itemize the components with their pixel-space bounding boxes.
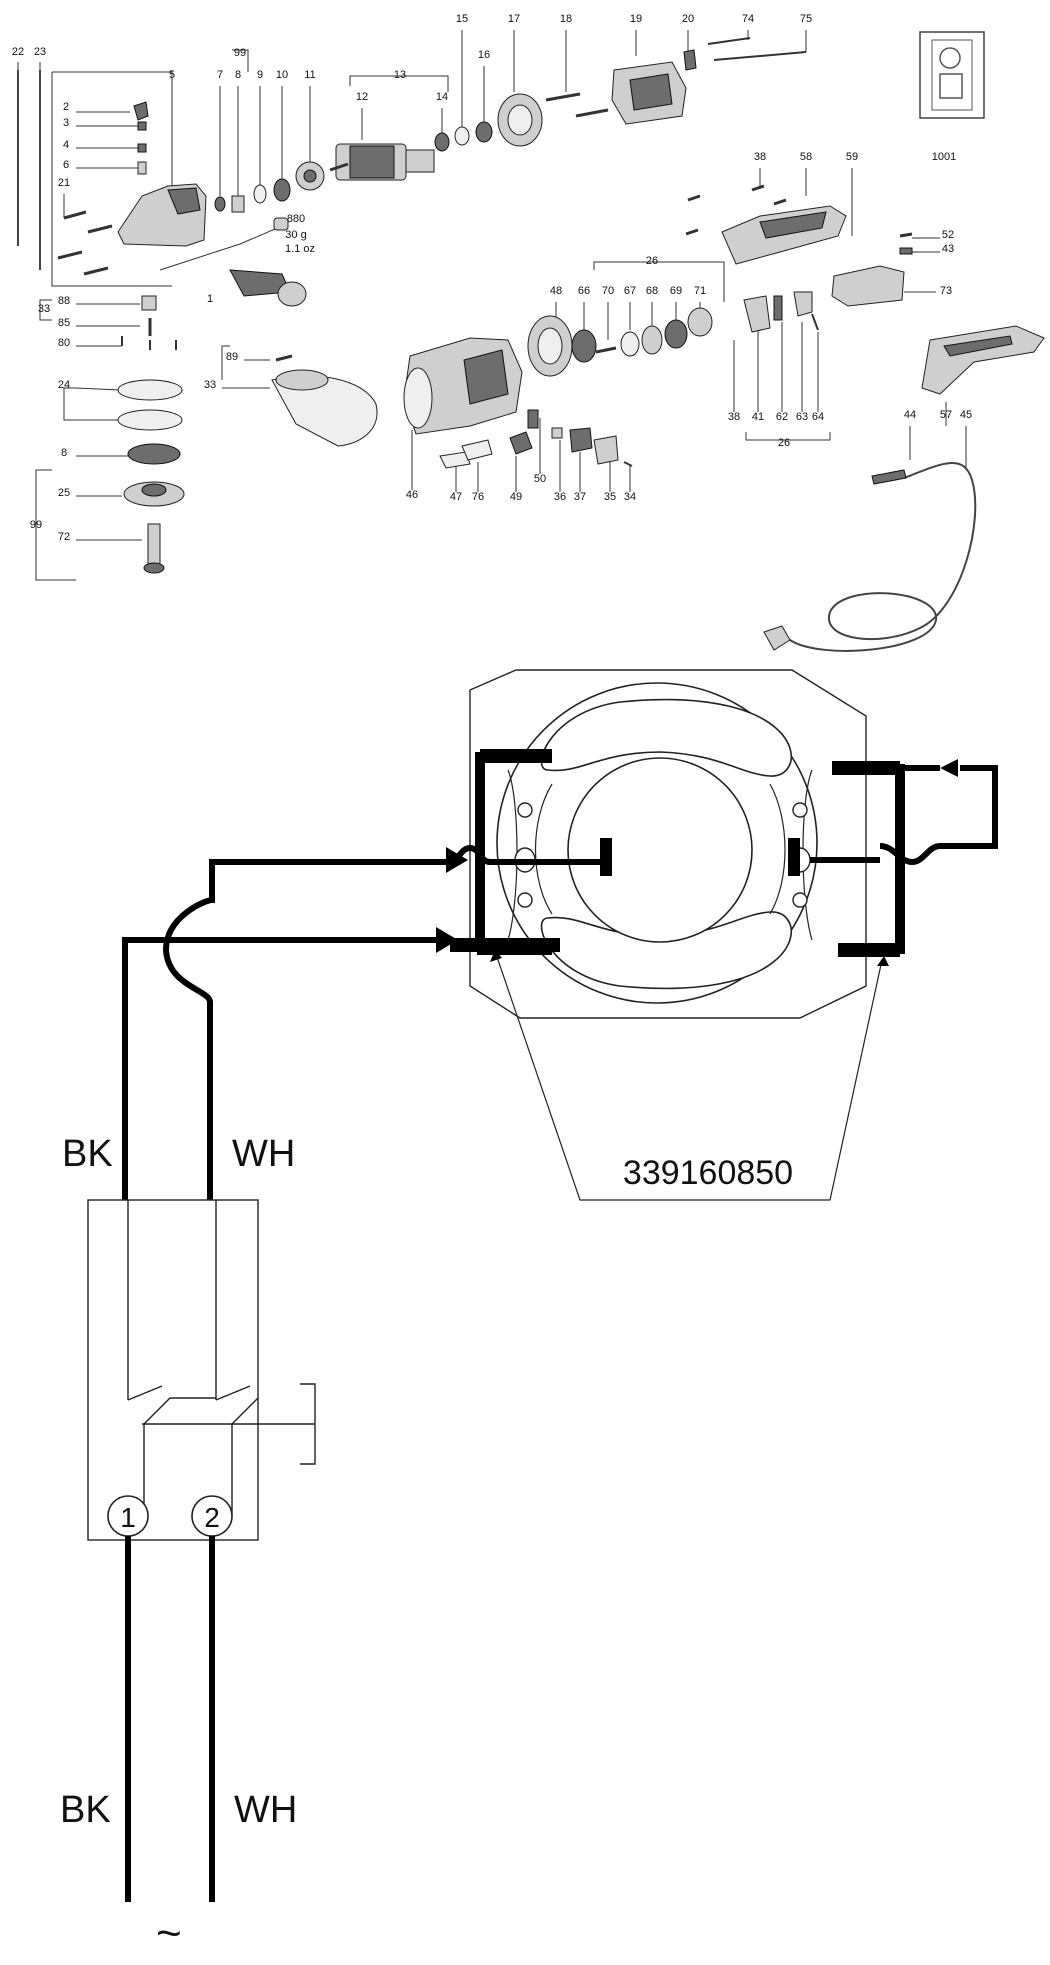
part-callout: 8 (61, 447, 67, 459)
part-callout: 63 (796, 411, 808, 423)
part-callout: 64 (812, 411, 824, 423)
part-callout: 71 (694, 285, 706, 297)
wire-label-bk-top: BK (62, 1133, 113, 1175)
part-callout: 4 (63, 139, 69, 151)
part-callout: 2 (63, 101, 69, 113)
part-callout: 58 (800, 151, 812, 163)
part-callout: 5 (169, 69, 175, 81)
wire-label-wh-bottom: WH (234, 1789, 297, 1831)
part-callout: 70 (602, 285, 614, 297)
part-callout: 1.1 oz (285, 243, 315, 255)
part-callout: 59 (846, 151, 858, 163)
part-callout: 67 (624, 285, 636, 297)
part-callout: 10 (276, 69, 288, 81)
part-callout: 11 (304, 69, 315, 81)
part-callout: 47 (450, 491, 462, 503)
part-callout: 33 (204, 379, 216, 391)
part-callout: 6 (63, 159, 69, 171)
part-callout: 33 (38, 303, 50, 315)
part-callout: 43 (942, 243, 954, 255)
terminal-1-label: 1 (120, 1502, 136, 1533)
part-callout: 37 (574, 491, 586, 503)
part-callout: 25 (58, 487, 70, 499)
part-callout: 66 (578, 285, 590, 297)
part-callout: 24 (58, 379, 70, 391)
supply-leads (122, 844, 600, 1200)
part-callout: 89 (226, 351, 238, 363)
part-callout: 41 (752, 411, 764, 423)
parts (17, 31, 1045, 652)
part-callout: 1 (207, 293, 213, 305)
part-callout: 9 (257, 69, 263, 81)
part-callout: 15 (456, 13, 468, 25)
stator-outer-circle (496, 682, 818, 1004)
stator-outline (469, 669, 867, 1019)
part-callout: 12 (356, 91, 368, 103)
part-callout: 22 (12, 46, 24, 58)
part-callout: 76 (472, 491, 484, 503)
part-number-label: 339160850 (623, 1154, 793, 1192)
part-callout: 16 (478, 49, 490, 61)
part-callout: 26 (646, 255, 658, 267)
part-callout: 75 (800, 13, 812, 25)
switch-box (87, 1199, 259, 1541)
leader-lines (17, 30, 967, 581)
part-number-callout: 339160850 (490, 950, 889, 1201)
part-callout: 7 (217, 69, 223, 81)
ac-symbol: ~ (156, 1909, 182, 1958)
part-callout: 20 (682, 13, 694, 25)
part-callout: 18 (560, 13, 572, 25)
plate-1001 (919, 31, 985, 119)
part-callout: 48 (550, 285, 562, 297)
pole-shoe-top (540, 698, 792, 777)
terminal-2-label: 2 (204, 1502, 220, 1533)
part-callout: 880 (287, 213, 305, 225)
part-callout: 52 (942, 229, 954, 241)
part-callout: 26 (778, 437, 790, 449)
part-callout: 19 (630, 13, 642, 25)
double-pole-switch (127, 1200, 316, 1514)
wire-label-wh-top: WH (232, 1133, 295, 1175)
part-callout: 17 (508, 13, 520, 25)
carbon-brush-left (600, 838, 612, 876)
part-callout: 80 (58, 337, 70, 349)
exploded-view: 2223599789101113121415161718192074751001… (12, 13, 1045, 652)
part-callout: 14 (436, 91, 448, 103)
part-callout: 34 (624, 491, 636, 503)
part-callout: 3 (63, 117, 69, 129)
part-callout: 73 (940, 285, 952, 297)
part-callout: 8 (235, 69, 241, 81)
part-callout: 85 (58, 317, 70, 329)
part-callout: 88 (58, 295, 70, 307)
wire-label-bk-bottom: BK (60, 1789, 111, 1831)
part-callout: 30 g (285, 229, 306, 241)
part-callout: 62 (776, 411, 788, 423)
part-callout: 45 (960, 409, 972, 421)
part-callout: 38 (728, 411, 740, 423)
part-callout: 44 (904, 409, 916, 421)
part-callout: 1001 (932, 151, 956, 163)
part-callout: 99 (30, 519, 42, 531)
part-callout: 35 (604, 491, 616, 503)
part-callout: 36 (554, 491, 566, 503)
carbon-brush-right (788, 838, 800, 876)
part-callout: 68 (646, 285, 658, 297)
part-callout: 72 (58, 531, 70, 543)
part-callout: 23 (34, 46, 46, 58)
part-callout: 74 (742, 13, 754, 25)
part-callout: 38 (754, 151, 766, 163)
wiring-diagram: 339160850 BK WH 1 2 BK WH ~ (60, 669, 998, 1958)
part-callout: 46 (406, 489, 418, 501)
part-callout: 21 (58, 177, 70, 189)
part-callout: 57 (940, 409, 952, 421)
part-callout: 99 (234, 47, 246, 59)
part-callout: 50 (534, 473, 546, 485)
rotor-bore (567, 757, 753, 943)
part-callout: 13 (394, 69, 406, 81)
part-callout: 69 (670, 285, 682, 297)
part-callout: 49 (510, 491, 522, 503)
